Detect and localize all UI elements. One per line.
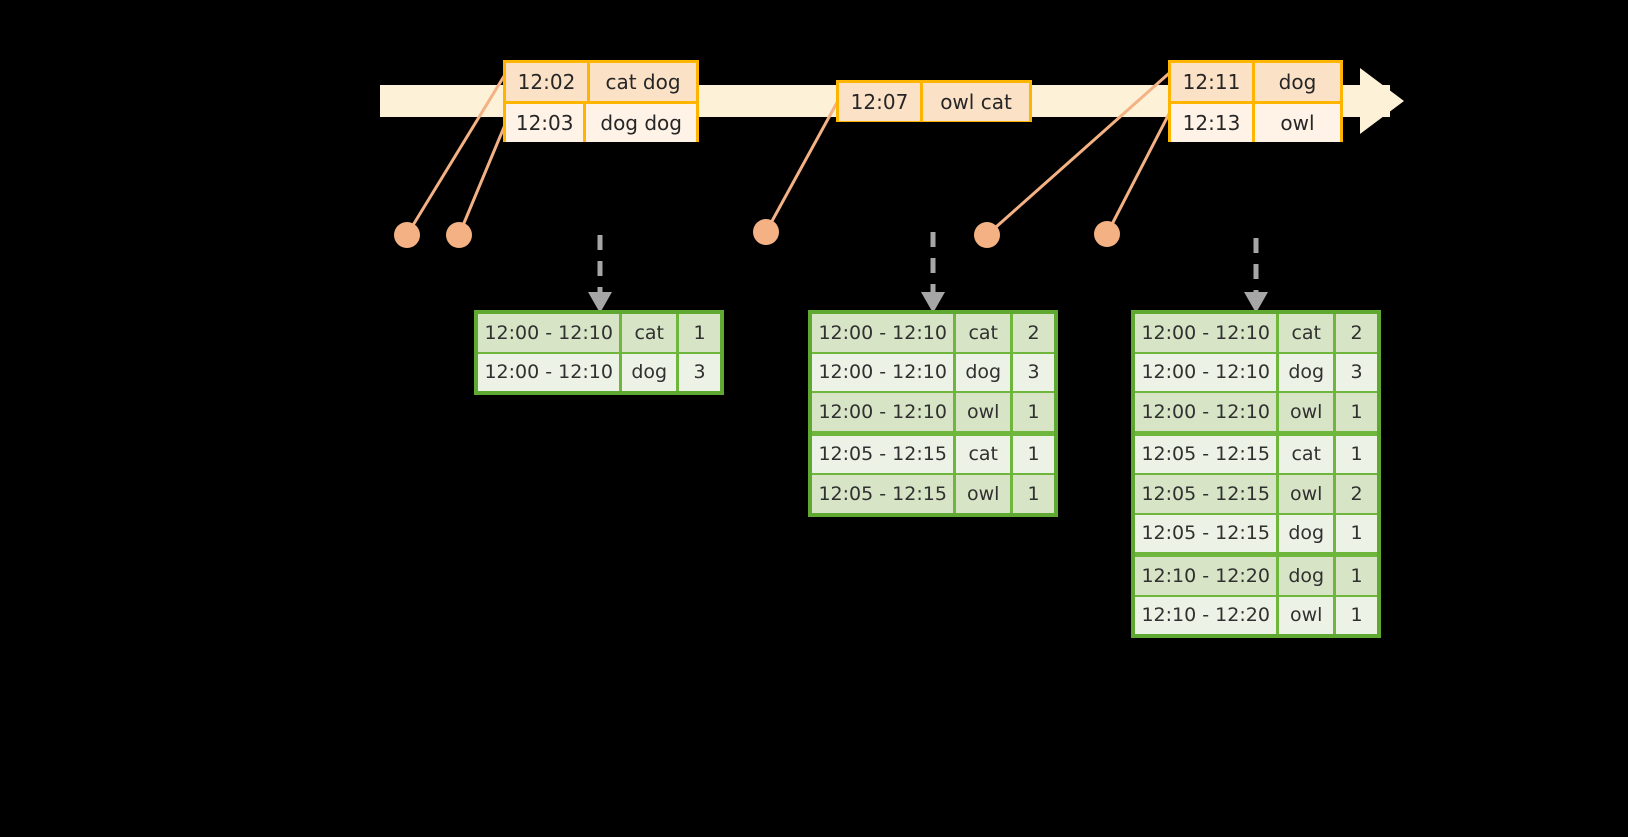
timeline-event-row[interactable]: 12:07 owl cat xyxy=(839,83,1029,121)
window-cell: 12:00 - 12:10 xyxy=(478,314,623,352)
timeline-event-row[interactable]: 12:02 cat dog xyxy=(506,63,696,101)
key-cell: owl xyxy=(1279,393,1337,431)
event-time: 12:02 xyxy=(506,63,590,101)
table-row: 12:05 - 12:15 owl 2 xyxy=(1135,473,1377,513)
connector-line-5 xyxy=(1105,106,1174,236)
key-cell: cat xyxy=(1279,435,1337,473)
table-row: 12:00 - 12:10 dog 3 xyxy=(812,351,1054,391)
count-cell: 3 xyxy=(693,361,706,384)
timeline-event-row[interactable]: 12:13 owl xyxy=(1171,101,1340,142)
window-cell: 12:00 - 12:10 xyxy=(1135,314,1280,352)
table-row: 12:00 - 12:10 dog 3 xyxy=(478,351,720,391)
window-cell: 12:05 - 12:15 xyxy=(1135,475,1280,513)
table-row: 12:05 - 12:15 owl 1 xyxy=(812,473,1054,513)
timeline-event-group-2[interactable]: 12:07 owl cat xyxy=(836,80,1032,122)
timeline-event-row[interactable]: 12:11 dog xyxy=(1171,63,1340,101)
table-row: 12:00 - 12:10 owl 1 xyxy=(1135,391,1377,434)
key-cell: owl xyxy=(1279,475,1337,513)
table-row: 12:05 - 12:15 cat 1 xyxy=(1135,433,1377,473)
count-cell: 2 xyxy=(1350,321,1363,344)
key-cell: dog xyxy=(1279,353,1337,391)
count-cell: 1 xyxy=(1350,522,1363,545)
key-cell: dog xyxy=(956,353,1014,391)
count-cell: 1 xyxy=(1027,400,1040,423)
table-row: 12:00 - 12:10 cat 2 xyxy=(812,314,1054,352)
table-row: 12:05 - 12:15 cat 1 xyxy=(812,433,1054,473)
window-cell: 12:05 - 12:15 xyxy=(812,475,957,513)
event-dot-2 xyxy=(446,222,472,248)
key-cell: owl xyxy=(1279,596,1337,634)
window-cell: 12:00 - 12:10 xyxy=(1135,353,1280,391)
window-cell: 12:10 - 12:20 xyxy=(1135,557,1280,595)
key-cell: cat xyxy=(956,314,1014,352)
event-words: owl xyxy=(1280,111,1315,135)
table-row: 12:00 - 12:10 dog 3 xyxy=(1135,351,1377,391)
window-cell: 12:10 - 12:20 xyxy=(1135,596,1280,634)
window-cell: 12:00 - 12:10 xyxy=(812,314,957,352)
count-cell: 1 xyxy=(693,321,706,344)
event-time: 12:03 xyxy=(506,104,587,142)
result-table-2: 12:00 - 12:10 cat 2 12:00 - 12:10 dog 3 … xyxy=(808,310,1058,517)
key-cell: owl xyxy=(956,393,1014,431)
timeline-event-group-1[interactable]: 12:02 cat dog 12:03 dog dog xyxy=(503,60,699,142)
window-cell: 12:05 - 12:15 xyxy=(1135,435,1280,473)
timeline-event-row[interactable]: 12:03 dog dog xyxy=(506,101,696,142)
event-words: cat dog xyxy=(605,70,681,94)
count-cell: 1 xyxy=(1027,482,1040,505)
key-cell: cat xyxy=(622,314,680,352)
count-cell: 1 xyxy=(1350,604,1363,627)
table-row: 12:05 - 12:15 dog 1 xyxy=(1135,512,1377,555)
event-dot-3 xyxy=(753,219,779,245)
key-cell: cat xyxy=(1279,314,1337,352)
count-cell: 3 xyxy=(1350,361,1363,384)
count-cell: 1 xyxy=(1350,564,1363,587)
key-cell: dog xyxy=(1279,514,1337,552)
count-cell: 3 xyxy=(1027,361,1040,384)
timeline-event-group-3[interactable]: 12:11 dog 12:13 owl xyxy=(1168,60,1343,142)
window-cell: 12:00 - 12:10 xyxy=(478,353,623,391)
event-time: 12:13 xyxy=(1171,104,1255,142)
event-words: dog xyxy=(1278,70,1317,94)
table-row: 12:00 - 12:10 cat 1 xyxy=(478,314,720,352)
event-dot-1 xyxy=(394,222,420,248)
key-cell: dog xyxy=(1279,557,1337,595)
event-dot-4 xyxy=(974,222,1000,248)
count-cell: 1 xyxy=(1027,443,1040,466)
window-cell: 12:00 - 12:10 xyxy=(812,393,957,431)
table-row: 12:10 - 12:20 owl 1 xyxy=(1135,594,1377,634)
count-cell: 1 xyxy=(1350,400,1363,423)
window-cell: 12:05 - 12:15 xyxy=(812,435,957,473)
count-cell: 1 xyxy=(1350,443,1363,466)
event-words: dog dog xyxy=(600,111,682,135)
table-row: 12:10 - 12:20 dog 1 xyxy=(1135,555,1377,595)
window-cell: 12:05 - 12:15 xyxy=(1135,514,1280,552)
count-cell: 2 xyxy=(1350,482,1363,505)
key-cell: cat xyxy=(956,435,1014,473)
window-cell: 12:00 - 12:10 xyxy=(1135,393,1280,431)
event-dot-5 xyxy=(1094,221,1120,247)
window-cell: 12:00 - 12:10 xyxy=(812,353,957,391)
key-cell: owl xyxy=(956,475,1014,513)
result-table-3: 12:00 - 12:10 cat 2 12:00 - 12:10 dog 3 … xyxy=(1131,310,1381,638)
table-row: 12:00 - 12:10 cat 2 xyxy=(1135,314,1377,352)
event-words: owl cat xyxy=(940,90,1012,114)
event-time: 12:11 xyxy=(1171,63,1255,101)
table-row: 12:00 - 12:10 owl 1 xyxy=(812,391,1054,434)
result-table-1: 12:00 - 12:10 cat 1 12:00 - 12:10 dog 3 xyxy=(474,310,724,395)
count-cell: 2 xyxy=(1027,321,1040,344)
key-cell: dog xyxy=(622,353,680,391)
event-time: 12:07 xyxy=(839,83,923,121)
